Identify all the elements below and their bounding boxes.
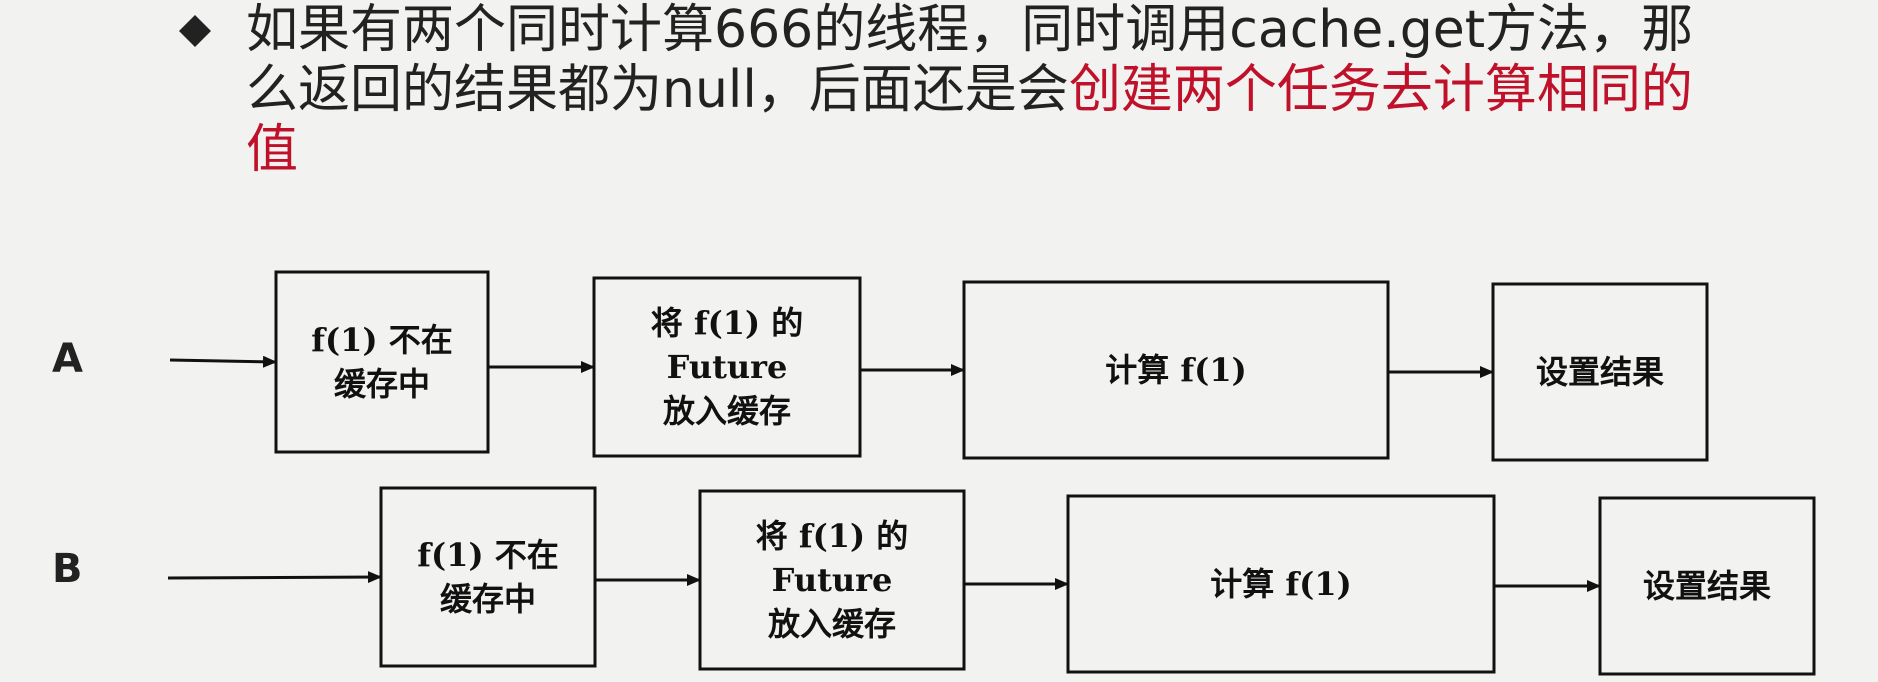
bullet-text-main: 如果有两个同时计算666的线程，同时调用cache.get方法，那么返回的结果都… [246, 0, 1694, 120]
step-compute-text: 计算 f(1) [1210, 565, 1351, 603]
step-put-future-text: 将 f(1) 的 [651, 304, 804, 342]
step-put-future-text: 将 f(1) 的 [756, 517, 909, 555]
step-not-in-cache-text: f(1) 不在 [417, 536, 558, 574]
thread-label: A [52, 336, 83, 382]
flow-arrow [169, 355, 277, 368]
step-not-in-cache-box [379, 486, 597, 668]
thread-label: B [52, 546, 83, 592]
step-put-future-text: Future [667, 348, 788, 386]
diamond-bullet-icon [179, 15, 211, 47]
step-not-in-cache-text: f(1) 不在 [311, 321, 452, 359]
bullet-text: 如果有两个同时计算666的线程，同时调用cache.get方法，那么返回的结果都… [246, 0, 1726, 180]
step-put-future-box [592, 276, 862, 458]
step-compute-box [1066, 494, 1496, 674]
step-set-result-text: 设置结果 [1536, 353, 1664, 391]
step-put-future-text: Future [772, 561, 893, 599]
step-put-future-text: 放入缓存 [663, 392, 791, 430]
step-put-future-text: 放入缓存 [768, 605, 896, 643]
step-compute-box [962, 280, 1390, 460]
step-compute-text: 计算 f(1) [1105, 351, 1246, 389]
step-set-result-text: 设置结果 [1643, 567, 1771, 605]
step-not-in-cache-box [274, 270, 490, 454]
step-not-in-cache-text: 缓存中 [334, 365, 430, 403]
step-put-future-box [698, 489, 966, 671]
step-not-in-cache-text: 缓存中 [440, 580, 536, 618]
step-set-result-box [1491, 282, 1709, 462]
bullet-text-highlight: 创建两个任务去计算相同的值 [246, 60, 1693, 180]
step-set-result-box [1598, 496, 1816, 676]
flow-arrow [167, 571, 382, 584]
